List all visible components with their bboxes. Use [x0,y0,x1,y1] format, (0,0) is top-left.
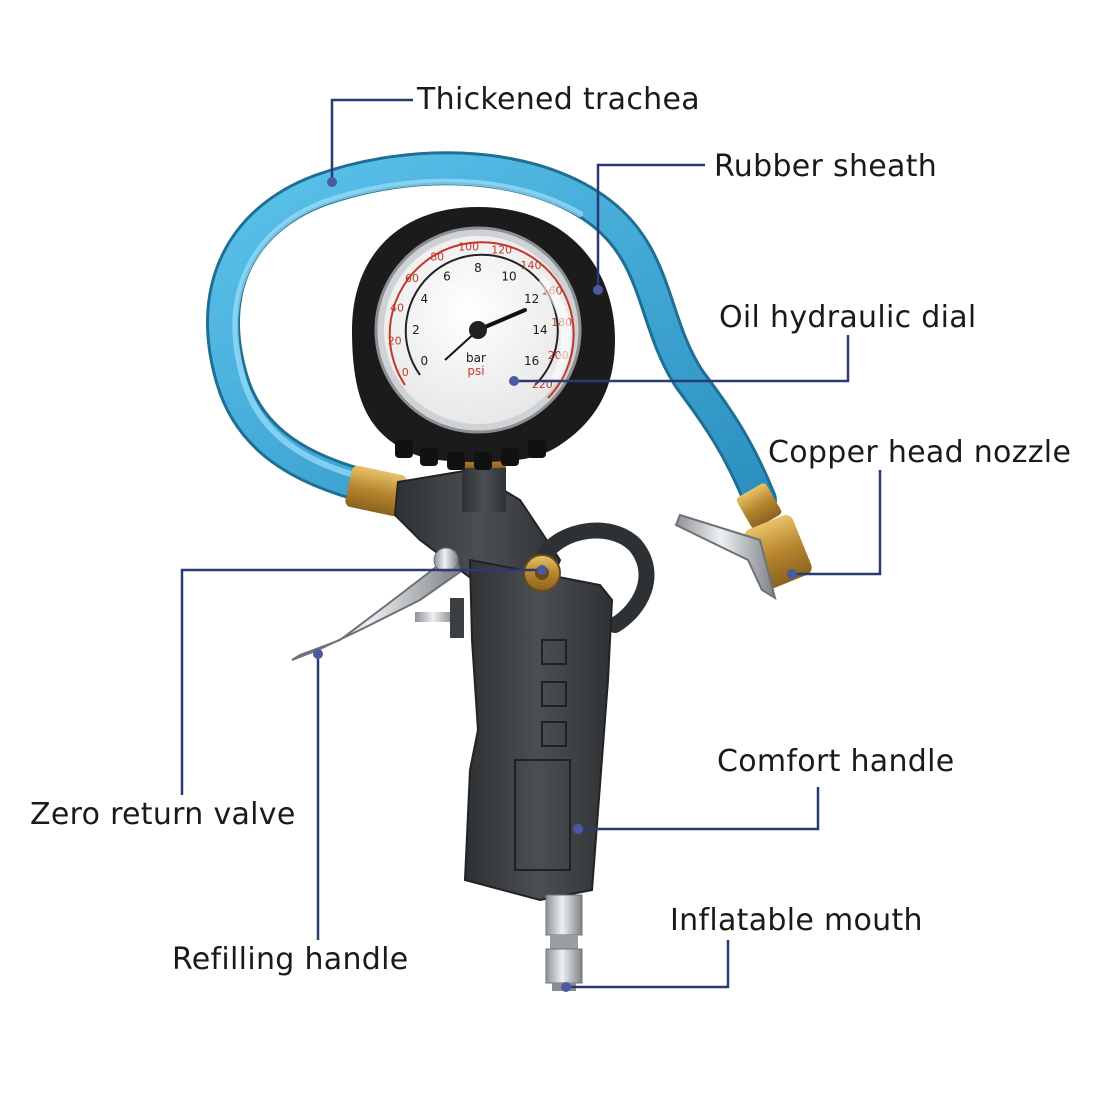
psi-tick-4: 80 [430,251,444,264]
psi-tick-1: 20 [388,335,402,348]
gauge-unit-psi: psi [467,364,484,378]
bar-tick-6: 12 [524,292,539,306]
label-copper-head-nozzle: Copper head nozzle [768,435,1072,470]
psi-tick-5: 100 [458,241,479,254]
psi-tick-2: 40 [390,302,404,315]
label-zero-return-valve: Zero return valve [30,797,296,832]
bar-tick-3: 6 [443,269,451,283]
bar-tick-8: 16 [524,354,539,368]
psi-tick-0: 0 [402,366,409,379]
leader-thickened-trachea [330,98,413,182]
psi-tick-7: 140 [521,259,542,272]
bar-tick-4: 8 [474,261,482,275]
leader-oil-hydraulic-dial [514,335,850,383]
bar-tick-2: 4 [420,292,428,306]
psi-tick-3: 60 [405,272,419,285]
gauge-unit-bar: bar [466,351,486,365]
leader-endpoints [313,177,797,992]
leader-lines [180,98,882,989]
label-oil-hydraulic-dial: Oil hydraulic dial [719,300,977,335]
label-comfort-handle: Comfort handle [717,744,955,779]
leader-comfort-handle [578,787,820,831]
label-rubber-sheath: Rubber sheath [714,149,938,184]
copper-head-nozzle-graphic [674,483,812,601]
bar-tick-0: 0 [420,354,428,368]
leader-zero-return-valve [180,568,542,795]
leader-inflatable-mouth [566,940,730,989]
bar-tick-5: 10 [501,269,516,283]
bar-scale: 0 2 4 6 8 10 12 14 16 [412,261,547,368]
psi-tick-6: 120 [491,243,512,256]
leader-copper-head-nozzle [792,470,882,576]
bar-tick-1: 2 [412,323,420,337]
inflatable-mouth-graphic [545,894,583,991]
label-thickened-trachea: Thickened trachea [417,82,700,117]
leader-rubber-sheath [596,163,705,290]
refilling-handle-graphic [291,547,462,661]
bar-tick-7: 14 [532,323,547,337]
label-refilling-handle: Refilling handle [172,942,409,977]
gun-body [345,452,655,902]
label-inflatable-mouth: Inflatable mouth [670,903,923,938]
